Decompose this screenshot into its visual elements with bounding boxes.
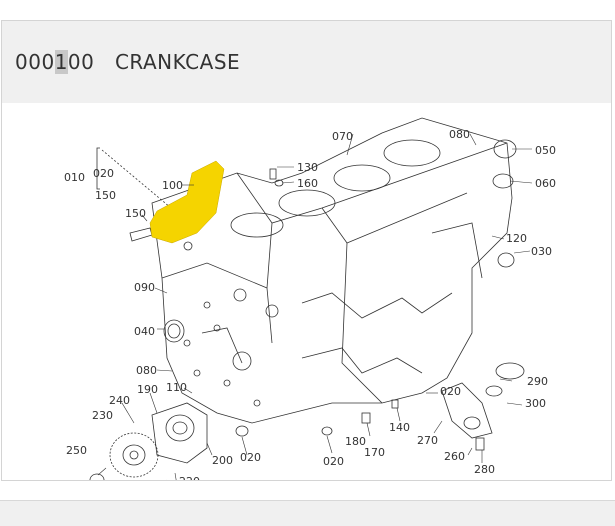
callout-120[interactable]: 120: [506, 232, 527, 245]
group-name: CRANKCASE: [114, 50, 241, 74]
callout-280[interactable]: 280: [474, 463, 495, 476]
next-section-strip: [0, 500, 615, 526]
callout-170[interactable]: 170: [364, 446, 385, 459]
callout-060[interactable]: 060: [535, 177, 556, 190]
callout-020[interactable]: 020: [93, 167, 114, 180]
crankcase-exploded-diagram[interactable]: 010 020 150 100 130 160 070 080 050 060 …: [2, 103, 611, 480]
callout-220[interactable]: 220: [179, 475, 200, 480]
group-code-suffix: 00: [67, 50, 95, 74]
callout-150-a[interactable]: 150: [95, 189, 116, 202]
callout-150-b[interactable]: 150: [125, 207, 146, 220]
pump-gear-outline: [109, 432, 159, 478]
highlighted-part-100: [149, 160, 225, 244]
callout-300[interactable]: 300: [525, 397, 546, 410]
callout-260[interactable]: 260: [444, 450, 465, 463]
callout-100[interactable]: 100: [162, 179, 183, 192]
callout-200[interactable]: 200: [212, 454, 233, 467]
callout-230[interactable]: 230: [92, 409, 113, 422]
callout-020-d[interactable]: 020: [323, 455, 344, 468]
group-code-prefix: 000: [15, 50, 55, 74]
callout-110[interactable]: 110: [166, 381, 187, 394]
callout-290[interactable]: 290: [527, 375, 548, 388]
callout-050[interactable]: 050: [535, 144, 556, 157]
callout-070[interactable]: 070: [332, 130, 353, 143]
group-code-highlight: 1: [54, 50, 68, 74]
callout-010[interactable]: 010: [64, 171, 85, 184]
callout-140[interactable]: 140: [389, 421, 410, 434]
callout-130[interactable]: 130: [297, 161, 318, 174]
callout-160[interactable]: 160: [297, 177, 318, 190]
callout-190[interactable]: 190: [137, 383, 158, 396]
callout-240[interactable]: 240: [109, 394, 130, 407]
callout-080-b[interactable]: 080: [136, 364, 157, 377]
part-group-title: 000100 CRANKCASE: [15, 50, 240, 74]
callout-020-c[interactable]: 020: [240, 451, 261, 464]
callout-020-b[interactable]: 020: [440, 385, 461, 398]
oil-pump-outline: [151, 402, 208, 464]
part-group-card: 000100 CRANKCASE: [1, 20, 612, 481]
callout-250[interactable]: 250: [66, 444, 87, 457]
callout-080-a[interactable]: 080: [449, 128, 470, 141]
callout-090[interactable]: 090: [134, 281, 155, 294]
callout-270[interactable]: 270: [417, 434, 438, 447]
callout-040[interactable]: 040: [134, 325, 155, 338]
callout-030[interactable]: 030: [531, 245, 552, 258]
callout-180[interactable]: 180: [345, 435, 366, 448]
crankcase-block-outline: [151, 117, 513, 424]
top-strip: [0, 0, 615, 20]
part-group-header: 000100 CRANKCASE: [2, 21, 611, 103]
